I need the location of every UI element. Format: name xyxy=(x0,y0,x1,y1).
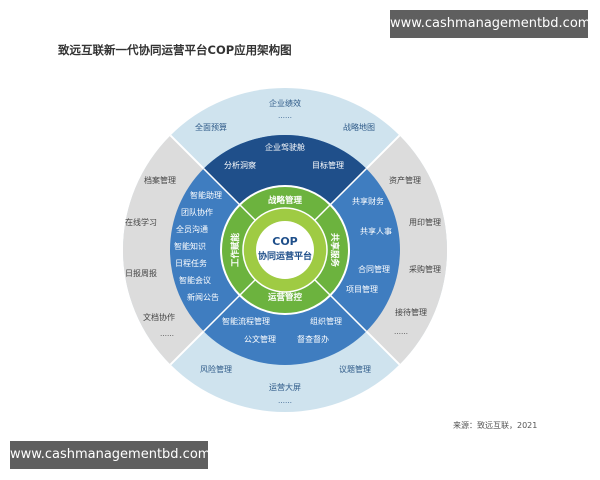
outer-left-item: 在线学习 xyxy=(125,217,157,227)
outer-right-item: …… xyxy=(394,328,408,336)
outer-right-item: 接待管理 xyxy=(395,307,427,317)
green-segment-right: 共享服务 xyxy=(329,233,340,268)
ring-right-item: 共享财务 xyxy=(352,196,384,206)
ring-bottom-item: 督查督办 xyxy=(297,334,329,344)
ring-right-item: 项目管理 xyxy=(346,284,378,294)
center-label-line1: COP xyxy=(272,235,298,248)
outer-bottom-item: 议题管理 xyxy=(339,364,371,374)
ring-left-item: 智能会议 xyxy=(179,275,211,285)
outer-top-item: …… xyxy=(278,112,292,120)
outer-bottom-item: …… xyxy=(278,397,292,405)
outer-top-item: 企业绩效 xyxy=(269,98,301,108)
source-note: 来源：致远互联，2021 xyxy=(453,421,538,430)
ring-bottom-item: 组织管理 xyxy=(310,316,342,326)
ring-left-item: 全员沟通 xyxy=(176,224,208,234)
outer-top-item: 全面预算 xyxy=(195,122,227,132)
ring-top-item: 企业驾驶舱 xyxy=(265,142,305,152)
ring-left-item: 团队协作 xyxy=(181,207,213,217)
outer-bottom-item: 风险管理 xyxy=(200,364,232,374)
ring-left-item: 日程任务 xyxy=(175,258,207,268)
outer-left-item: 档案管理 xyxy=(144,175,176,185)
outer-left-item: 日报周报 xyxy=(125,268,157,278)
ring-right-item: 共享人事 xyxy=(360,226,392,236)
outer-right-item: 资产管理 xyxy=(389,175,421,185)
center-label-line2: 协同运营平台 xyxy=(258,250,312,262)
green-segment-bottom: 运营管控 xyxy=(268,292,303,303)
watermark-bottom: www.cashmanagementbd.com xyxy=(10,441,210,469)
watermark-top: www.cashmanagementbd.com xyxy=(390,10,590,38)
green-segment-left: 工作赋能 xyxy=(230,233,241,268)
ring-bottom-item: 公文管理 xyxy=(244,334,276,344)
ring-top-item: 分析洞察 xyxy=(224,160,256,170)
ring-left-item: 智能助理 xyxy=(190,190,222,200)
outer-left-item: 文档协作 xyxy=(143,312,175,322)
center-disk xyxy=(256,221,314,279)
ring-top-item: 目标管理 xyxy=(312,160,344,170)
page-title: 致远互联新一代协同运营平台COP应用架构图 xyxy=(58,43,292,57)
ring-left-item: 智能知识 xyxy=(174,241,206,251)
outer-left-item: …… xyxy=(160,330,174,338)
outer-bottom-item: 运营大屏 xyxy=(269,382,301,392)
green-segment-top: 战略管理 xyxy=(268,195,303,206)
ring-left-item: 新闻公告 xyxy=(187,292,219,302)
outer-right-item: 采购管理 xyxy=(409,264,441,274)
ring-bottom-item: 智能流程管理 xyxy=(222,316,270,326)
ring-right-item: 合同管理 xyxy=(358,264,390,274)
outer-top-item: 战略地图 xyxy=(343,122,375,132)
outer-right-item: 用印管理 xyxy=(409,217,441,227)
